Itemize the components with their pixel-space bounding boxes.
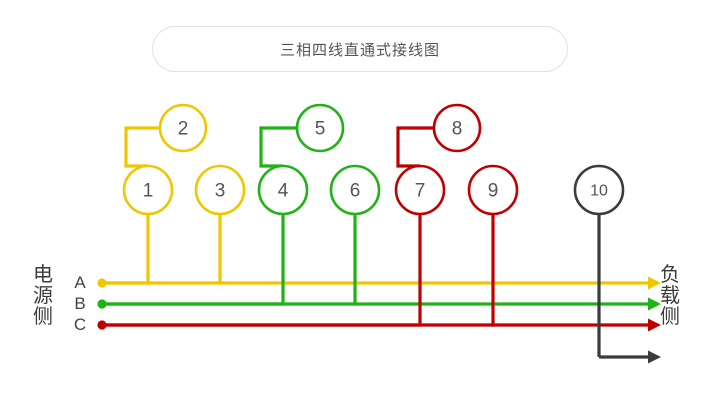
line-neutral: [599, 350, 661, 364]
conn-b-to-4: [102, 214, 285, 306]
page-title: 三相四线直通式接线图: [279, 40, 440, 59]
source-side-label: 电 源 侧: [33, 262, 53, 328]
terminal-2-number: 2: [178, 119, 189, 140]
conn-7-to-8: [396, 126, 434, 168]
conn-9-to-c: [491, 214, 495, 327]
terminal-layer: 1 2 3 4 5 6 7 8 9 10: [122, 103, 625, 216]
terminal-6-number: 6: [350, 181, 361, 202]
terminal-8[interactable]: 8: [432, 103, 482, 153]
terminal-10-number: 10: [590, 183, 608, 200]
conn-3-to-a: [218, 214, 222, 285]
terminal-7[interactable]: 7: [394, 164, 446, 216]
terminal-5-number: 5: [315, 119, 326, 140]
terminal-1-ring[interactable]: [122, 164, 174, 216]
conn-c-to-7: [102, 214, 422, 327]
terminal-2[interactable]: 2: [158, 103, 208, 153]
terminal-4[interactable]: 4: [257, 164, 309, 216]
terminal-10-ring[interactable]: [573, 164, 625, 216]
terminal-1[interactable]: 1: [122, 164, 174, 216]
connection-layer: [102, 126, 601, 357]
line-phase-a: [97, 276, 661, 290]
terminal-4-number: 4: [278, 181, 289, 202]
terminal-9[interactable]: 9: [467, 164, 519, 216]
terminal-9-number: 9: [488, 181, 499, 202]
phase-c-label: C: [73, 315, 87, 334]
terminal-7-number: 7: [415, 181, 426, 202]
terminal-8-ring[interactable]: [432, 103, 482, 153]
terminal-6[interactable]: 6: [329, 164, 381, 216]
load-side-label: 负 载 侧: [660, 262, 680, 328]
terminal-10[interactable]: 10: [573, 164, 625, 216]
phase-b-label: B: [74, 294, 86, 313]
line-phase-b-arrowhead: [648, 297, 661, 311]
conn-6-to-b: [353, 214, 357, 306]
terminal-5-ring[interactable]: [295, 103, 345, 153]
terminal-2-ring[interactable]: [158, 103, 208, 153]
terminal-3[interactable]: 3: [194, 164, 246, 216]
terminal-3-ring[interactable]: [194, 164, 246, 216]
phase-a-label: A: [74, 273, 86, 292]
conn-4-to-5: [259, 126, 297, 168]
diagram-title-pill: 三相四线直通式接线图: [152, 26, 568, 72]
line-phase-a-arrowhead: [648, 276, 661, 290]
conn-a-to-1: [102, 214, 150, 285]
conn-1-to-2: [124, 126, 160, 168]
terminal-3-number: 3: [215, 181, 226, 202]
line-neutral-arrowhead: [648, 350, 661, 364]
line-phase-c-arrowhead: [648, 318, 661, 332]
terminal-6-ring[interactable]: [329, 164, 381, 216]
terminal-7-ring[interactable]: [394, 164, 446, 216]
terminal-5[interactable]: 5: [295, 103, 345, 153]
terminal-1-number: 1: [143, 181, 154, 202]
terminal-9-ring[interactable]: [467, 164, 519, 216]
bus-line-layer: [97, 276, 661, 364]
terminal-8-number: 8: [452, 119, 463, 140]
terminal-4-ring[interactable]: [257, 164, 309, 216]
